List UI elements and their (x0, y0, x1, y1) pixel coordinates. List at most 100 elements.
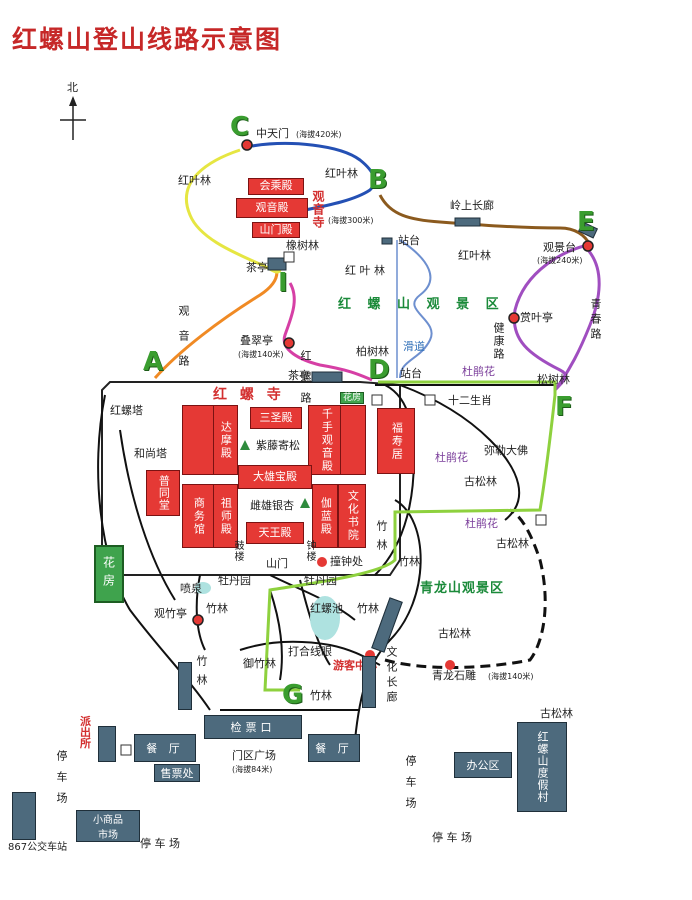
station-a[interactable]: A (143, 347, 164, 377)
station-i[interactable]: I (278, 268, 288, 298)
label-shier-shengxiao[interactable]: 十二生肖 (448, 394, 492, 407)
label-gusonglin-4: 古松林 (540, 707, 573, 720)
hall-daxiongbaodian[interactable]: 大雄宝殿 (238, 465, 312, 489)
label-shanmen[interactable]: 山门 (266, 557, 288, 570)
building-canting-1[interactable]: 餐 厅 (134, 734, 196, 762)
label-shangyeting[interactable]: 赏叶亭 (520, 311, 553, 324)
building-bangongqu[interactable]: 办公区 (454, 752, 512, 778)
building-corridor-left (178, 662, 192, 710)
label-zhongtianmen[interactable]: 中天门 (256, 127, 289, 140)
hall-damodian[interactable]: 达摩殿 (212, 405, 238, 475)
label-hongyelin-1: 红叶林 (178, 174, 211, 187)
building-visitor-center (362, 656, 376, 708)
station-e[interactable]: E (577, 207, 595, 237)
building-paichusuo-block (98, 726, 116, 762)
label-tingchechang-1[interactable]: 停车场 (55, 750, 68, 813)
label-dujuanhua-3: 杜鹃花 (465, 517, 498, 530)
station-g[interactable]: G (282, 680, 304, 710)
station-d[interactable]: D (368, 355, 390, 385)
hall-huichengdian[interactable]: 会乘殿 (248, 178, 304, 195)
label-guanyinsi[interactable]: 观音寺 (311, 190, 325, 229)
label-guanyinsi-alt: (海拔300米) (328, 216, 374, 225)
label-hongluochi[interactable]: 红螺池 (310, 602, 343, 615)
label-mile-dafo[interactable]: 弥勒大佛 (484, 444, 528, 457)
label-tingchechang-3[interactable]: 停 车 场 (140, 837, 180, 850)
station-f[interactable]: F (555, 392, 573, 422)
hall-putongtang[interactable]: 普同堂 (146, 470, 180, 516)
label-menqu-guangchang[interactable]: 门区广场 (232, 749, 276, 762)
label-heshangta[interactable]: 和尚塔 (134, 447, 167, 460)
label-zitengjisong: 紫藤寄松 (256, 439, 300, 452)
route-brown (378, 194, 592, 246)
label-xiangshulin: 橡树林 (286, 239, 319, 252)
label-hongluolu: 红螺路 (299, 350, 312, 413)
label-tingchechang-2[interactable]: 停车场 (404, 755, 417, 818)
label-diecuiting-alt: (海拔140米) (238, 350, 284, 359)
hall-guanyindian[interactable]: 观音殿 (236, 198, 308, 218)
route-pink (282, 282, 373, 382)
label-hongyelin-3: 红 叶 林 (345, 264, 385, 277)
label-hongyelin-2: 红叶林 (325, 167, 358, 180)
label-zhuanzhongchu[interactable]: 撞钟处 (330, 555, 363, 568)
label-hongluosi[interactable]: 红 螺 寺 (213, 387, 285, 403)
label-mudanyuan-2: 牡丹园 (304, 574, 337, 587)
hall-ciyindian[interactable]: 伽蓝殿 (312, 484, 338, 548)
hall-qianshou-guanyindian[interactable]: 千手观音殿 (308, 405, 344, 475)
waypoint-dot-icon (192, 139, 594, 670)
label-dahezhanyan[interactable]: 打合线眼 (288, 645, 332, 658)
label-guanzhuting[interactable]: 观竹亭 (154, 607, 187, 620)
temple-wall (101, 381, 401, 576)
label-lingshang-changlang[interactable]: 岭上长廊 (450, 199, 494, 212)
route-lightgreen (263, 380, 557, 692)
hall-tianwangdian[interactable]: 天王殿 (246, 522, 304, 544)
label-gulou: 鼓楼 (232, 540, 243, 562)
station-b[interactable]: B (368, 165, 388, 195)
hall-damo-annex (182, 405, 214, 475)
label-qinglong-shidiao[interactable]: 青龙石雕 (432, 669, 476, 682)
building-dujiacun[interactable]: 红螺山度假村 (517, 722, 567, 812)
map-title: 红螺山登山线路示意图 (12, 25, 283, 54)
label-diecuiting[interactable]: 叠翠亭 (240, 334, 273, 347)
label-wenhua-changlang[interactable]: 文化长廊 (385, 646, 398, 706)
label-zhulin-2: 竹林 (398, 555, 420, 568)
label-baishulin: 柏树林 (356, 345, 389, 358)
hall-shoushouju[interactable]: 福寿居 (377, 408, 415, 474)
label-mudanyuan-1: 牡丹园 (218, 574, 251, 587)
route-blue (251, 142, 376, 212)
hall-qianshou-annex (340, 405, 366, 475)
label-tingchechang-4[interactable]: 停 车 场 (432, 831, 472, 844)
compass-arrow-icon (60, 96, 86, 140)
building-canting-2[interactable]: 餐 厅 (308, 734, 360, 762)
label-cixiongyinxing: 雌雄银杏 (250, 499, 294, 512)
label-hongyelin-4: 红叶林 (458, 249, 491, 262)
label-zhulin-5: 竹林 (195, 655, 208, 693)
hall-wenhuashuyuan[interactable]: 文化书院 (338, 484, 366, 548)
hall-shanmendian[interactable]: 山门殿 (252, 222, 300, 238)
label-qinglong-alt: (海拔140米) (488, 672, 534, 681)
station-c[interactable]: C (230, 112, 250, 142)
hall-sanshengdian[interactable]: 三圣殿 (250, 407, 302, 429)
label-zhonglou: 钟楼 (304, 540, 315, 562)
label-hongluota[interactable]: 红螺塔 (110, 404, 143, 417)
label-bus-867[interactable]: 867公交车站 (8, 842, 68, 853)
label-zhantai-top[interactable]: 站台 (398, 234, 420, 247)
label-paichusuo[interactable]: 派出所 (80, 715, 92, 750)
hall-zushidian[interactable]: 祖师殿 (212, 484, 238, 548)
building-huafang[interactable]: 花房 (94, 545, 124, 603)
building-xiaoshangpin[interactable]: 小商品 市场 (76, 810, 140, 842)
label-guanjingtai[interactable]: 观景台 (543, 241, 576, 254)
label-songshulin: 松树林 (537, 373, 570, 386)
label-huadao[interactable]: 滑道 (403, 340, 425, 353)
hall-shangwuguan[interactable]: 商务馆 (182, 484, 214, 548)
label-guanyinlu: 观音路 (177, 305, 190, 380)
small-huafang[interactable]: 花房 (340, 392, 364, 404)
building-jianpiaokou[interactable]: 检票口 (204, 715, 302, 739)
label-zhantai-bottom[interactable]: 站台 (400, 367, 422, 380)
route-purple-outer (553, 249, 601, 391)
building-shoupiaochu[interactable]: 售票处 (154, 764, 200, 782)
label-shichang: 市场 (98, 830, 118, 841)
label-zhulin-6: 竹林 (310, 689, 332, 702)
label-gusonglin-2: 古松林 (496, 537, 529, 550)
label-scenic-hongluoshan: 红 螺 山 观 景 区 (338, 297, 505, 312)
label-yuzhulin: 御竹林 (243, 657, 276, 670)
